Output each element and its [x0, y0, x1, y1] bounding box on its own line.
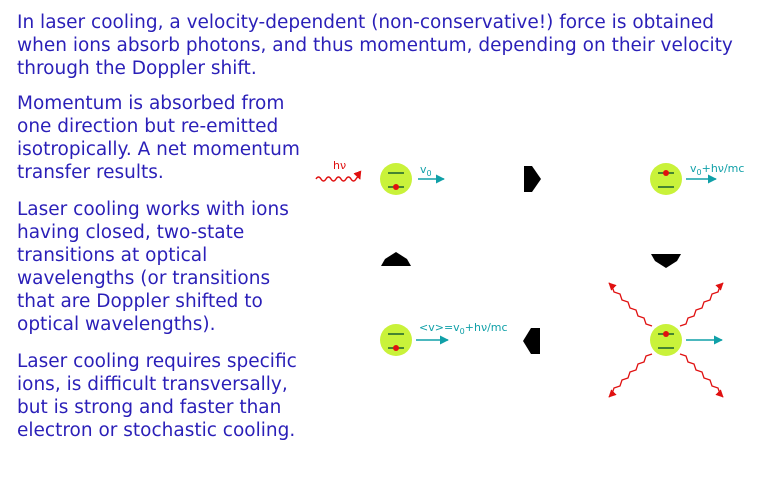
velocity-label-excited: v0+hν/mc: [690, 162, 744, 177]
ion-emitting: [650, 324, 682, 356]
ion-excited-state: [650, 163, 682, 195]
intro-text: In laser cooling, a velocity-dependent (…: [17, 12, 733, 79]
incoming-photon: [315, 170, 362, 182]
photon-label: hν: [333, 159, 346, 172]
emitted-photon-up-left: [608, 282, 653, 327]
flow-arrow-left: [523, 328, 540, 354]
emitted-photon-down-right: [679, 353, 724, 398]
emitted-photon-up-right: [679, 282, 724, 327]
ion-final-state: [380, 324, 412, 356]
stage-emission: [608, 282, 724, 398]
emitted-photon-down-left: [608, 353, 653, 398]
stage-absorption: hν v0: [315, 159, 445, 195]
average-velocity-label: <v>=v0+hν/mc: [419, 321, 508, 336]
flow-arrow-down: [651, 254, 681, 268]
flow-arrow-up: [381, 252, 411, 266]
momentum-paragraph: Momentum is absorbed from one direction …: [17, 93, 300, 183]
velocity-label-v0: v0: [420, 163, 432, 178]
ion-ground-state: [380, 163, 412, 195]
two-state-paragraph: Laser cooling works with ions having clo…: [17, 199, 289, 335]
stage-excited: v0+hν/mc: [650, 162, 744, 195]
stage-result: <v>=v0+hν/mc: [380, 321, 508, 356]
flow-arrow-right: [524, 166, 541, 192]
requirements-paragraph: Laser cooling requires specific ions, is…: [17, 351, 297, 441]
